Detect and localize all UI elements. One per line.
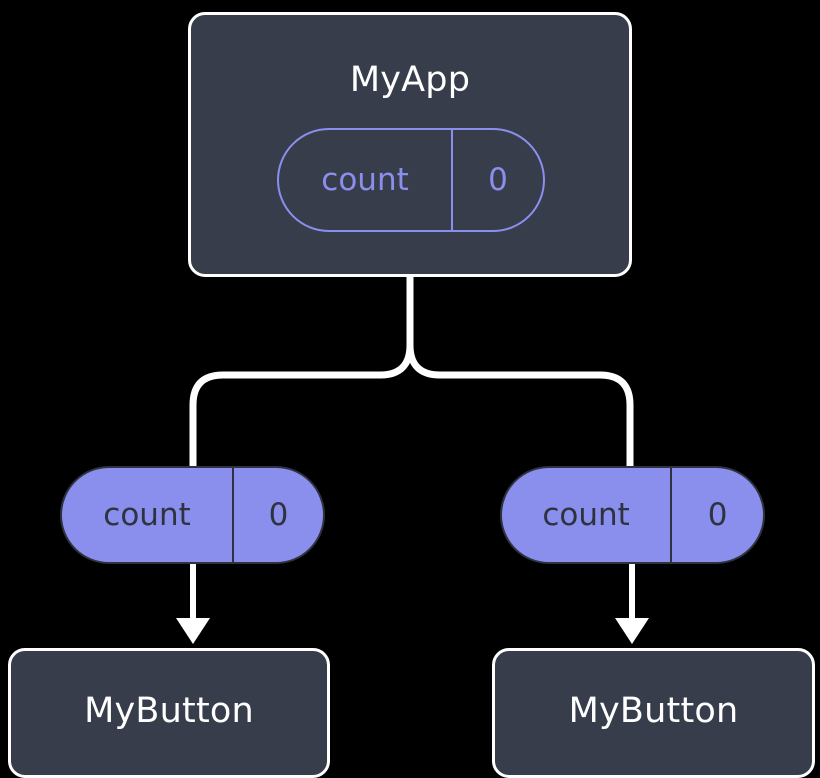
- prop-pill-right-value: 0: [670, 468, 763, 562]
- prop-pill-left[interactable]: count 0: [60, 466, 325, 564]
- edge-root-to-left-prop: [189, 273, 414, 474]
- component-label-mybutton-left: MyButton: [84, 691, 254, 731]
- state-pill-root[interactable]: count 0: [277, 128, 545, 232]
- edge-root-to-right-prop: [406, 273, 634, 474]
- prop-pill-right[interactable]: count 0: [500, 466, 765, 564]
- prop-pill-left-key: count: [103, 496, 191, 533]
- arrowhead-right: [615, 618, 649, 644]
- state-pill-root-key: count: [321, 161, 409, 198]
- component-node-myapp[interactable]: MyApp: [188, 12, 632, 277]
- state-pill-root-value: 0: [451, 130, 543, 230]
- component-node-mybutton-right[interactable]: MyButton: [492, 648, 815, 778]
- component-label-myapp: MyApp: [349, 60, 471, 100]
- component-label-mybutton-right: MyButton: [568, 691, 739, 731]
- prop-pill-left-value: 0: [232, 468, 323, 562]
- arrowhead-left: [176, 618, 210, 644]
- prop-pill-right-key: count: [542, 496, 630, 533]
- component-node-mybutton-left[interactable]: MyButton: [8, 648, 330, 778]
